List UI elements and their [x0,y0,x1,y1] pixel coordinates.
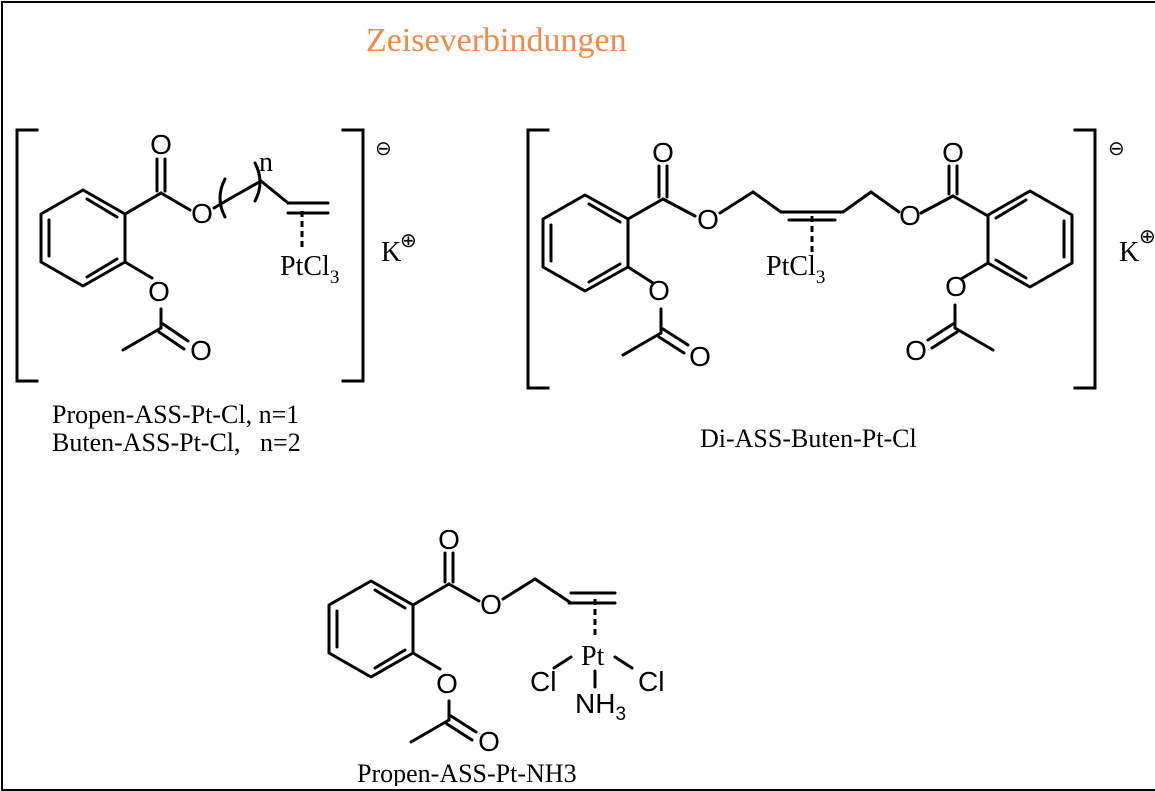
atom-o: O [150,129,172,160]
benzene-ring-left [541,193,630,293]
atom-o: O [436,668,458,699]
structure-di-ass-buten-pt-cl: O O PtCl3 O O O [526,128,1155,390]
atom-o: O [648,275,670,306]
benzene-ring [39,188,127,288]
bracket-right [341,128,365,383]
atom-o: O [190,335,212,366]
bracket-right [1073,128,1097,390]
potassium-label: K [1119,237,1139,268]
caption-propen-ass-pt-nh3: Propen-ASS-Pt-NH3 [357,759,577,786]
atom-o: O [905,335,927,366]
bracket-left [526,128,550,390]
subscript-n: n [259,147,273,178]
atom-o: O [478,726,500,757]
potassium-label: K [381,237,401,268]
chloride-right-label: Cl [638,666,664,697]
cation-charge: ⊕ [1139,226,1155,248]
benzene-ring [327,579,415,679]
atom-o: O [899,200,921,231]
chloride-left-label: Cl [530,666,556,697]
caption-buten-ass-pt-cl: Buten-ASS-Pt-Cl, n=2 [52,428,301,457]
structure-propen-buten-ass-pt-cl: O O n PtCl3 O O ⊖ K ⊕ [15,128,417,383]
figure-title: Zeiseverbindungen [366,22,627,59]
atom-o: O [191,198,213,229]
caption-propen-ass-pt-cl: Propen-ASS-Pt-Cl, n=1 [52,400,299,429]
atom-o: O [480,589,502,620]
atom-o: O [689,341,711,372]
atom-o: O [697,204,719,235]
atom-o: O [652,137,674,168]
bracket-left [15,128,39,383]
anion-charge: ⊖ [375,138,392,160]
benzene-ring-right [986,189,1074,289]
paren-left [218,177,227,219]
atom-o: O [438,524,460,555]
atom-o: O [942,137,964,168]
platinum-label: Pt [581,641,605,672]
atom-o: O [148,276,170,307]
ammine-label: NH3 [575,688,626,725]
caption-di-ass-buten-pt-cl: Di-ASS-Buten-Pt-Cl [700,424,917,453]
anion-charge: ⊖ [1108,138,1125,160]
atom-o: O [945,271,967,302]
cation-charge: ⊕ [400,230,417,252]
structure-propen-ass-pt-nh3: O O Pt Cl Cl NH3 O O [327,524,664,757]
structures-canvas: O O n PtCl3 O O ⊖ K ⊕ [15,128,1155,786]
ptcl3-label: PtCl3 [766,251,825,288]
ptcl3-label: PtCl3 [280,251,339,288]
